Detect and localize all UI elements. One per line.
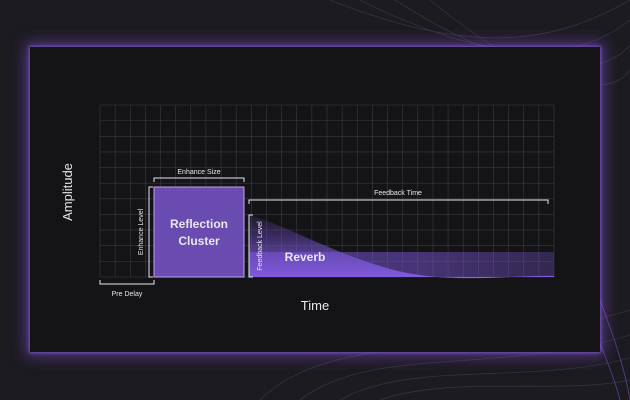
x-axis-label: Time (301, 298, 329, 313)
reverb-label: Reverb (285, 250, 326, 264)
enhance-size-label: Enhance Size (177, 169, 220, 176)
enhance-level-bracket (148, 186, 153, 278)
reflection-cluster-label-line2: Cluster (178, 234, 220, 248)
feedback-level-bracket (248, 214, 253, 278)
y-axis-label: Amplitude (60, 163, 75, 221)
pre-delay-label: Pre Delay (112, 291, 143, 298)
feedback-time-label: Feedback Time (374, 190, 422, 197)
reverb-base (249, 252, 554, 277)
reflection-cluster-box (153, 186, 245, 278)
feedback-time-bracket (248, 199, 549, 204)
reverb-envelope-diagram: Reflection Cluster Reverb Enhance Size E… (60, 104, 555, 313)
enhance-level-label: Enhance Level (138, 208, 145, 255)
reflection-cluster-label-line1: Reflection (170, 217, 228, 231)
pre-delay-bracket (99, 280, 155, 285)
diagram-panel: Reflection Cluster Reverb Enhance Size E… (30, 47, 600, 352)
enhance-size-bracket (153, 177, 245, 182)
feedback-level-label: Feedback Level (257, 221, 264, 271)
